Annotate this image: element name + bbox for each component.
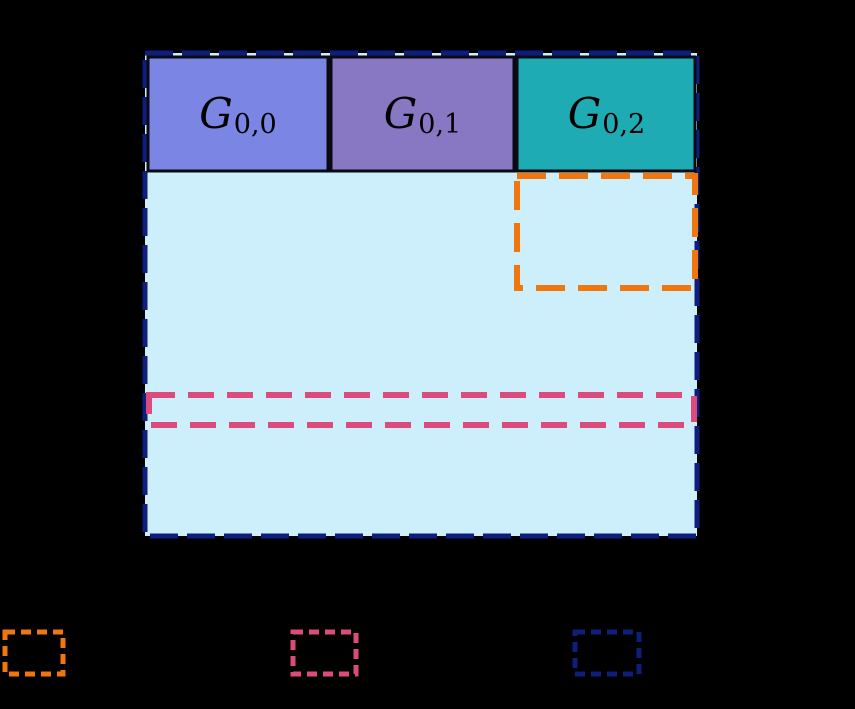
block-g02 — [515, 55, 697, 173]
block-g00 — [146, 55, 330, 173]
legend-swatch-navy — [572, 629, 642, 677]
orange-dashed-region — [514, 173, 698, 291]
legend-swatch-pink — [290, 629, 359, 677]
pink-dashed-region — [146, 392, 697, 428]
legend-swatch-orange — [2, 629, 66, 677]
block-g01 — [329, 55, 516, 173]
